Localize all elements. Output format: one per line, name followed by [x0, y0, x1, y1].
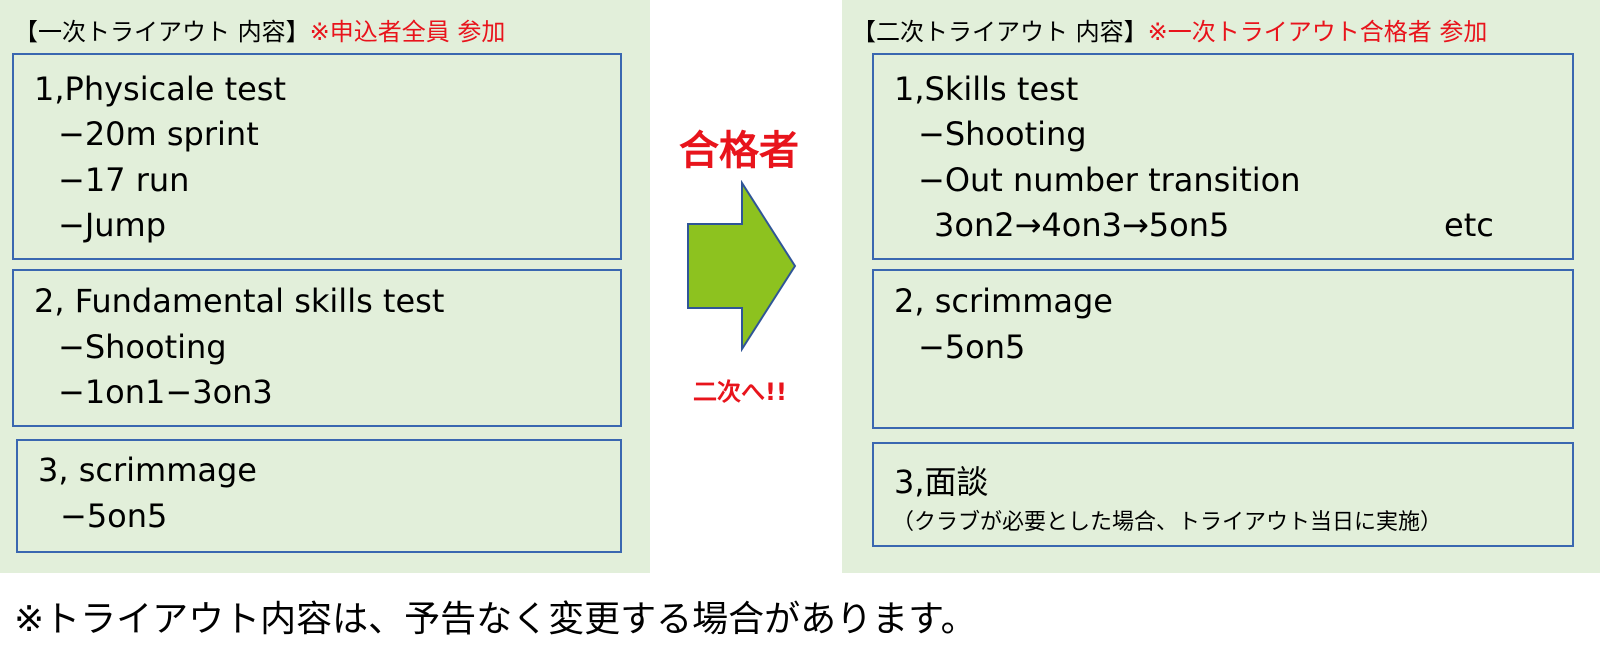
right-arrow-icon: [687, 180, 797, 352]
fundamental-skills-title: 2, Fundamental skills test: [34, 282, 445, 320]
first-tryout-panel: 【一次トライアウト 内容】※申込者全員 参加 1,Physicale test …: [0, 0, 650, 573]
second-tryout-header-label: 【二次トライアウト 内容】: [852, 18, 1148, 46]
interview-title: 3,面談: [894, 463, 989, 501]
interview-box: 3,面談 （クラブが必要とした場合、トライアウト当日に実施）: [872, 442, 1574, 547]
skills-test-box: 1,Skills test −Shooting −Out number tran…: [872, 53, 1574, 260]
to-second-label: 二次へ!!: [693, 378, 787, 406]
change-disclaimer: ※トライアウト内容は、予告なく変更する場合があります。: [14, 599, 977, 640]
etc-label: etc: [1444, 206, 1494, 244]
second-tryout-participants-note: ※一次トライアウト合格者 参加: [1147, 18, 1488, 46]
skills-test-title: 1,Skills test: [894, 70, 1079, 108]
physical-test-item: −17 run: [58, 161, 190, 199]
second-scrimmage-title: 2, scrimmage: [894, 282, 1113, 320]
fundamental-skills-item: −1on1−3on3: [58, 373, 273, 411]
first-tryout-header: 【一次トライアウト 内容】※申込者全員 参加: [14, 12, 505, 47]
first-tryout-header-label: 【一次トライアウト 内容】: [14, 18, 310, 46]
interview-note: （クラブが必要とした場合、トライアウト当日に実施）: [892, 510, 1443, 535]
first-scrimmage-title: 3, scrimmage: [38, 451, 257, 489]
physical-test-box: 1,Physicale test −20m sprint −17 run −Ju…: [12, 53, 622, 260]
arrow-shape: [687, 180, 797, 352]
physical-test-item: −20m sprint: [58, 115, 259, 153]
first-scrimmage-item: −5on5: [60, 497, 168, 535]
second-tryout-header: 【二次トライアウト 内容】※一次トライアウト合格者 参加: [852, 12, 1487, 47]
second-scrimmage-item: −5on5: [918, 328, 1026, 366]
transition-sequence: 3on2→4on3→5on5: [934, 206, 1230, 244]
second-scrimmage-box: 2, scrimmage −5on5: [872, 269, 1574, 429]
physical-test-item: −Jump: [58, 206, 167, 244]
passers-label: 合格者: [679, 128, 799, 174]
skills-test-item: −Out number transition: [918, 161, 1301, 199]
skills-test-item: −Shooting: [918, 115, 1087, 153]
fundamental-skills-box: 2, Fundamental skills test −Shooting −1o…: [12, 269, 622, 427]
first-scrimmage-box: 3, scrimmage −5on5: [16, 439, 622, 553]
first-tryout-participants-note: ※申込者全員 参加: [309, 18, 506, 46]
physical-test-title: 1,Physicale test: [34, 70, 287, 108]
second-tryout-panel: 【二次トライアウト 内容】※一次トライアウト合格者 参加 1,Skills te…: [842, 0, 1600, 573]
fundamental-skills-item: −Shooting: [58, 328, 227, 366]
